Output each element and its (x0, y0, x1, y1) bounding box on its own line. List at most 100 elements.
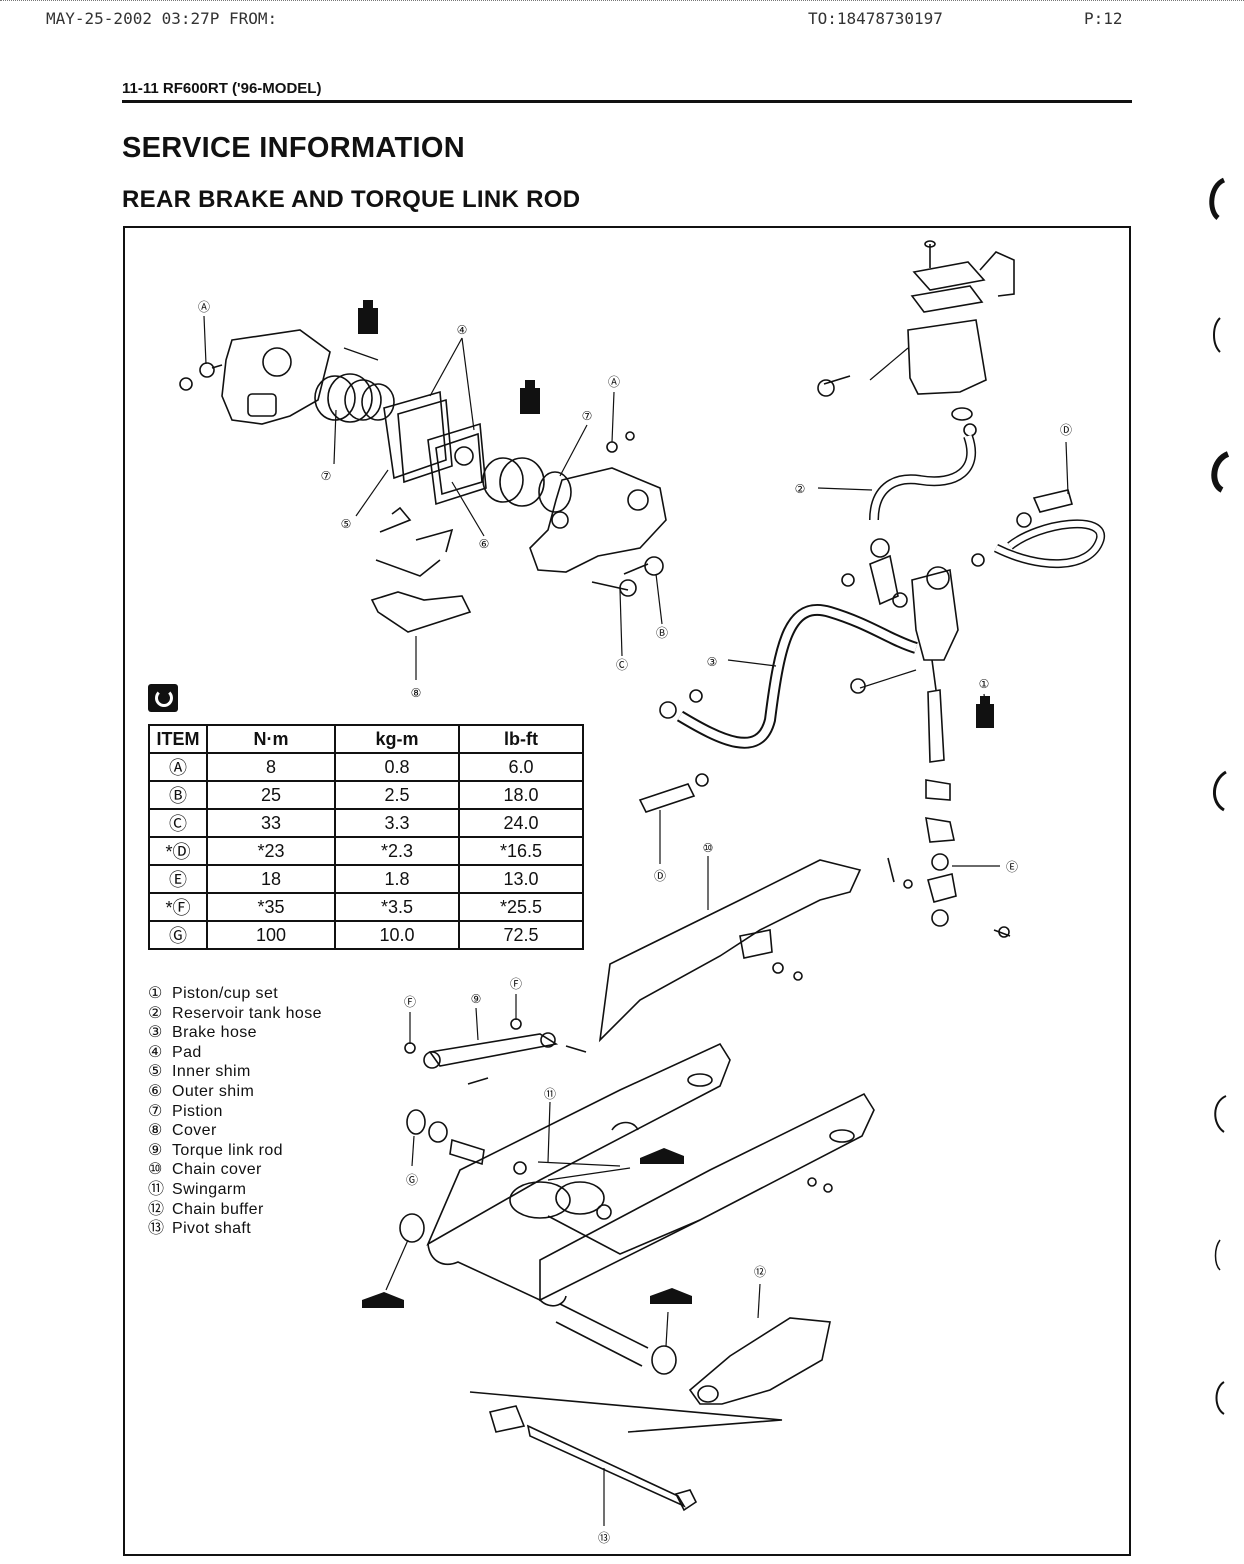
col-nm: N·m (206, 724, 336, 754)
cell-lbft: 72.5 (458, 920, 584, 950)
callout-10: ⑩ (703, 841, 714, 855)
cell-nm: 8 (206, 752, 336, 782)
legend-number: ⑬ (148, 1220, 165, 1238)
callout-G: Ⓖ (406, 1173, 418, 1187)
col-item: ITEM (148, 724, 208, 754)
list-item: ⑪ Swingarm (148, 1180, 322, 1200)
cell-kgm: 2.5 (334, 780, 460, 810)
callout-B: Ⓑ (656, 626, 668, 640)
brake-fluid-icon (358, 300, 994, 728)
callout-1: ① (979, 677, 990, 691)
bushings-illustration (399, 1109, 677, 1375)
list-item: ④ Pad (148, 1043, 322, 1063)
section-title: REAR BRAKE AND TORQUE LINK ROD (122, 186, 581, 213)
legend-label: Cover (172, 1122, 217, 1140)
list-item: ⑤ Inner shim (148, 1062, 322, 1082)
callout-4: ④ (457, 323, 468, 337)
legend-number: ① (148, 985, 163, 1002)
legend-number: ⑨ (148, 1141, 163, 1159)
legend-number: ③ (148, 1024, 163, 1042)
list-item: ① Piston/cup set (148, 984, 322, 1004)
legend-label: Reservoir tank hose (172, 1004, 322, 1022)
list-item: ⑦ Pistion (148, 1102, 322, 1122)
cell-item: *Ⓕ (148, 892, 208, 922)
caliper-bracket-illustration (482, 431, 667, 597)
legend-number: ⑫ (148, 1200, 165, 1218)
fax-recipient: TO:18478730197 (808, 9, 943, 28)
cell-lbft: 24.0 (458, 808, 584, 838)
cell-nm: 18 (206, 864, 336, 894)
cell-nm: 33 (206, 808, 336, 838)
legend-label: Torque link rod (172, 1141, 283, 1159)
fax-page-number: P:12 (1084, 9, 1123, 28)
cell-item: Ⓔ (148, 864, 208, 894)
callout-13: ⑬ (598, 1531, 610, 1545)
callout-6: ⑥ (479, 537, 490, 551)
cell-kgm: 0.8 (334, 752, 460, 782)
fax-sender: MAY-25-2002 03:27P FROM: (46, 9, 278, 28)
legend-label: Piston/cup set (172, 985, 279, 1002)
col-kgm: kg-m (334, 724, 460, 754)
cell-kgm: 1.8 (334, 864, 460, 894)
list-item: ③ Brake hose (148, 1023, 322, 1043)
torque-wrench-icon (148, 684, 178, 712)
legend-label: Inner shim (172, 1063, 251, 1081)
pads-illustration (383, 390, 487, 506)
legend-number: ⑤ (148, 1063, 163, 1081)
table-row: *Ⓓ*23*2.3*16.5 (148, 836, 584, 866)
cell-kgm: *3.5 (334, 892, 460, 922)
cell-lbft: *25.5 (458, 892, 584, 922)
page-reference: 11-11 RF600RT ('96-MODEL) (122, 80, 322, 97)
cover-illustration (370, 506, 472, 633)
legend-number: ④ (148, 1043, 163, 1061)
torque-link-rod-illustration (404, 1018, 587, 1085)
legend-number: ⑦ (148, 1102, 163, 1120)
cell-nm: 25 (206, 780, 336, 810)
cell-item: Ⓖ (148, 920, 208, 950)
callout-7-left: ⑦ (321, 469, 332, 483)
legend-label: Swingarm (172, 1180, 247, 1198)
reservoir-tank-illustration (817, 240, 1015, 437)
cell-nm: *23 (206, 836, 336, 866)
grease-icon (362, 1148, 692, 1308)
callout-F-right: Ⓕ (510, 977, 522, 991)
cell-kgm: 10.0 (334, 920, 460, 950)
callout-9: ⑨ (471, 992, 482, 1006)
header-rule (122, 100, 1132, 103)
legend-label: Chain buffer (172, 1200, 264, 1218)
callout-C: Ⓒ (616, 658, 628, 672)
col-lbft: lb-ft (458, 724, 584, 754)
legend-label: Outer shim (172, 1082, 255, 1100)
diagram-frame (123, 226, 1131, 1556)
left-piston-illustration (314, 373, 395, 423)
legend-label: Brake hose (172, 1024, 257, 1042)
table-row: *Ⓕ*35*3.5*25.5 (148, 892, 584, 922)
legend-label: Pistion (172, 1102, 223, 1120)
leader-lines (203, 315, 1069, 1526)
legend-number: ⑩ (148, 1161, 163, 1179)
torque-table-header: ITEM N·m kg-m lb-ft (148, 724, 584, 754)
swingarm-illustration (426, 1042, 875, 1307)
callout-A-left: Ⓐ (198, 300, 210, 314)
callout-E: Ⓔ (1006, 860, 1018, 874)
chain-cover-illustration (598, 859, 862, 1043)
callout-D-left: Ⓓ (654, 869, 666, 883)
chain-buffer-illustration (688, 1317, 831, 1405)
legend-label: Pad (172, 1043, 202, 1061)
cell-kgm: *2.3 (334, 836, 460, 866)
cell-item: Ⓒ (148, 808, 208, 838)
callout-12: ⑫ (754, 1265, 766, 1279)
legend-number: ⑪ (148, 1180, 165, 1198)
cell-lbft: 6.0 (458, 752, 584, 782)
callout-F-left: Ⓕ (404, 995, 416, 1009)
